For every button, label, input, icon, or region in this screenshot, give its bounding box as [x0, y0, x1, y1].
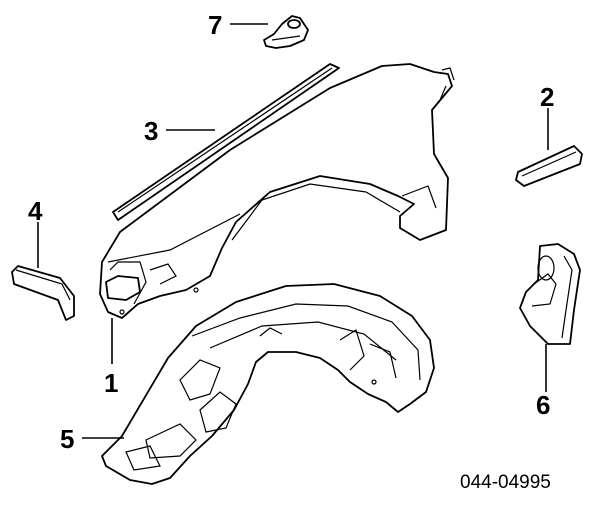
part-3-molding: [112, 63, 340, 221]
callout-5: 5: [60, 424, 74, 454]
callout-6: 6: [536, 390, 550, 420]
part-4-trim: [11, 265, 75, 321]
diagram-code: 044-04995: [460, 472, 551, 493]
part-7-clip: [263, 15, 309, 49]
part-6-mudflap: [519, 243, 581, 345]
callout-7: 7: [208, 10, 222, 40]
callout-2: 2: [540, 82, 554, 112]
part-5-liner: [101, 283, 435, 485]
callout-1: 1: [104, 368, 118, 398]
callout-3: 3: [144, 116, 158, 146]
part-1-fender: [99, 63, 455, 319]
leader-lines: [37, 23, 549, 439]
part-2-trim: [515, 145, 583, 187]
callout-4: 4: [28, 196, 43, 226]
